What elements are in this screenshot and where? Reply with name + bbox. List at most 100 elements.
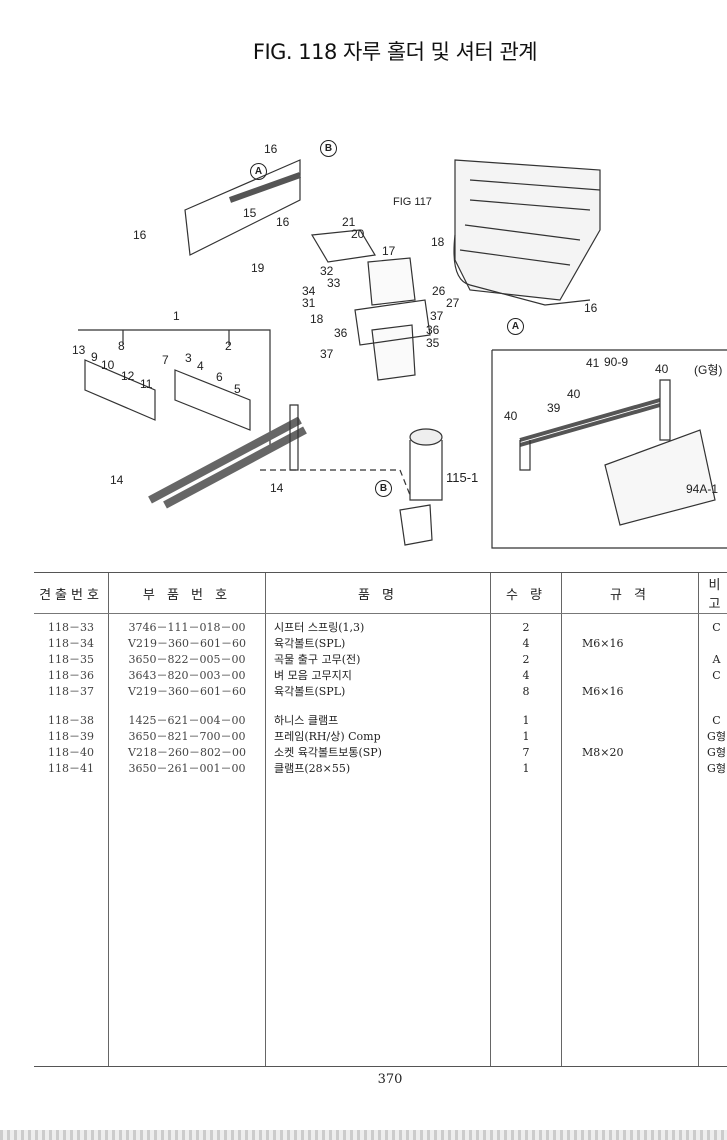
cell-note: C (712, 669, 721, 682)
inset-reference-94a-1: 94A-1 (686, 482, 719, 496)
cell-qty: 1 (522, 730, 530, 743)
table-header-row: 견출번호 부 품 번 호 품 명 수 량 규 격 비 고 (34, 572, 727, 614)
cell-ref: 118－41 (48, 762, 94, 775)
callout-number: 1 (173, 309, 180, 323)
row-gap (274, 700, 490, 713)
cell-spec: M6×16 (582, 637, 624, 650)
header-ref-no: 견출번호 (34, 572, 109, 614)
header-spec: 규 격 (561, 572, 699, 614)
cell-qty: 1 (522, 714, 530, 727)
callout-number: 13 (72, 343, 86, 357)
cell-name: 육각볼트(SPL) (274, 637, 346, 650)
cell-name: 프레임(RH/상) Comp (274, 730, 381, 743)
callout-number: 35 (426, 336, 440, 350)
cell-ref: 118－38 (48, 714, 94, 727)
callout-number: 36 (334, 326, 348, 340)
cell-spec (582, 620, 698, 636)
callout-number: 4 (197, 359, 204, 373)
cell-qty: 7 (522, 746, 530, 759)
row-gap (109, 700, 265, 713)
cell-name: 클램프(28×55) (274, 762, 351, 775)
callout-number: 16 (276, 215, 290, 229)
callout-number: 40 (655, 362, 669, 376)
callout-number: 33 (327, 276, 341, 290)
cell-name: 소켓 육각볼트보통(SP) (274, 746, 382, 759)
cell-part: 3650－822－005－00 (128, 653, 246, 666)
cell-name: 육각볼트(SPL) (274, 685, 346, 698)
cell-spec (582, 668, 698, 684)
cell-part: V219－360－601－60 (128, 637, 246, 650)
callout-number: 9 (91, 350, 98, 364)
cell-ref: 118－33 (48, 621, 94, 634)
view-marker-b: B (320, 140, 337, 157)
callout-number: 18 (310, 312, 324, 326)
cell-spec (582, 713, 698, 729)
cell-note (699, 636, 727, 652)
callout-number: 14 (110, 473, 124, 487)
callout-number: 2 (225, 339, 232, 353)
page-number: 370 (377, 1072, 403, 1087)
cell-qty: 4 (522, 669, 530, 682)
scan-edge (0, 1130, 727, 1140)
cell-note: C (712, 714, 721, 727)
callout-number: 11 (140, 377, 153, 391)
callout-number: 7 (162, 353, 169, 367)
cell-note (699, 684, 727, 700)
callout-number: 3 (185, 351, 192, 365)
cell-part: 3650－261－001－00 (128, 762, 246, 775)
callout-number: 40 (567, 387, 581, 401)
callout-number: 18 (431, 235, 445, 249)
header-remarks: 비 고 (698, 572, 727, 614)
cell-qty: 2 (522, 653, 530, 666)
row-gap (699, 700, 727, 713)
cell-part: 3650－821－700－00 (128, 730, 246, 743)
header-part-name: 품 명 (265, 572, 491, 614)
callout-number: 32 (320, 264, 334, 278)
callout-number: 6 (216, 370, 223, 384)
callout-number: 16 (264, 142, 278, 156)
cell-note: G형 (707, 730, 726, 743)
callout-number: 37 (320, 347, 334, 361)
cell-spec: M6×16 (582, 685, 624, 698)
cell-qty: 1 (522, 762, 530, 775)
cell-qty: 2 (522, 621, 530, 634)
cell-part: V218－260－802－00 (128, 746, 246, 759)
cell-note: C (712, 621, 721, 634)
callout-number: 20 (351, 227, 365, 241)
cell-spec: M8×20 (582, 746, 624, 759)
cell-note: A (712, 653, 721, 666)
callout-number: 34 (302, 284, 316, 298)
callout-number: 8 (118, 339, 125, 353)
cell-qty: 8 (522, 685, 530, 698)
cell-name: 시프터 스프링(1,3) (274, 621, 365, 634)
callout-number: 12 (121, 369, 135, 383)
callout-number: 26 (432, 284, 446, 298)
inset-g-type-label: (G형) (694, 363, 723, 377)
cell-ref: 118－36 (48, 669, 94, 682)
callout-number: 5 (234, 382, 241, 396)
header-part-number: 부 품 번 호 (108, 572, 266, 614)
col-name: 시프터 스프링(1,3)육각볼트(SPL)곡물 출구 고무(전)벼 모음 고무지… (265, 613, 491, 1067)
figure-title: FIG. 118 자루 홀더 및 셔터 관계 (252, 40, 538, 64)
cell-ref: 118－34 (48, 637, 94, 650)
header-quantity: 수 량 (490, 572, 562, 614)
cell-part: 1425－621－004－00 (128, 714, 246, 727)
cell-note: G형 (707, 746, 726, 759)
callout-number: 14 (270, 481, 284, 495)
view-marker-a: A (507, 318, 524, 335)
cell-ref: 118－39 (48, 730, 94, 743)
cell-ref: 118－40 (48, 746, 94, 759)
callout-number: 39 (547, 401, 561, 415)
callout-number: 21 (342, 215, 356, 229)
cell-ref: 118－35 (48, 653, 94, 666)
cell-qty: 4 (522, 637, 530, 650)
row-gap (34, 700, 108, 713)
callout-number: 16 (133, 228, 147, 242)
view-marker-b: B (375, 480, 392, 497)
